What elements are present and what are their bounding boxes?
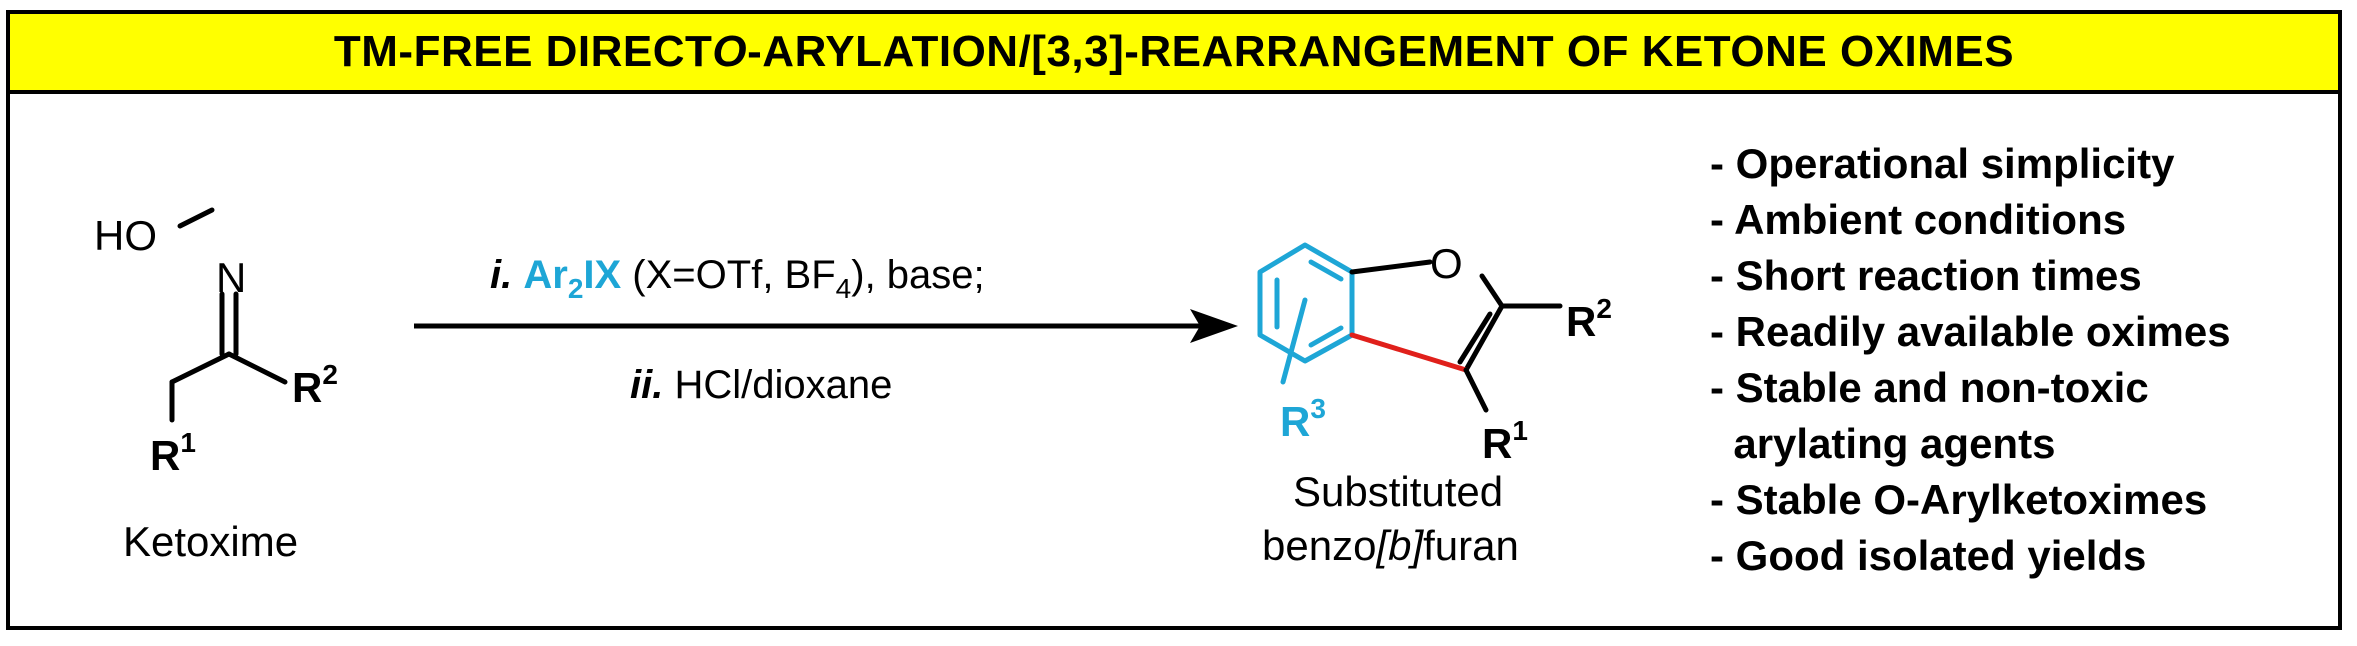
furan-o-label: O	[1430, 240, 1463, 287]
ketoxime-r2-r: R	[292, 364, 322, 411]
benzofuran-labels: O R2 R1 R3 Substituted benzo[b]furan	[1262, 240, 1612, 569]
c-r2-bond	[226, 351, 288, 385]
product-r2-label: R2	[1566, 293, 1612, 345]
scheme-frame: TM-FREE DIRECT O-ARYLATION/[3,3]-REARRAN…	[6, 10, 2342, 630]
ho-label: HO	[94, 212, 157, 259]
reaction-arrow	[414, 309, 1238, 343]
o-n-bond	[177, 207, 215, 229]
benefit-item: - Operational simplicity	[1710, 140, 2175, 187]
product-r1-r: R	[1482, 420, 1512, 467]
ketoxime-r1-r: R	[150, 432, 180, 479]
aromatic-inner-b	[1308, 259, 1344, 282]
c2-c3-double-b	[1457, 311, 1493, 365]
product-name-line2: benzo[b]furan	[1262, 522, 1519, 569]
benefit-item: - Readily available oximes	[1710, 308, 2231, 355]
step2-text: HCl/dioxane	[663, 363, 892, 407]
conditions: i. Ar2IX (X=OTf, BF4), base; ii. HCl/dio…	[490, 253, 985, 407]
title-part3: -ARYLATION/[3,3]-REARRANGEMENT OF KETONE…	[747, 27, 2015, 76]
ketoxime-labels: HO N R2 R1 Ketoxime	[94, 212, 338, 565]
n-label: N	[216, 254, 246, 301]
ketoxime-structure	[169, 207, 288, 423]
ketoxime-r1-sup: 1	[180, 427, 196, 458]
reagent-sub: 2	[568, 273, 584, 304]
reagent-ar: Ar	[523, 253, 567, 297]
ketoxime-r2-label: R2	[292, 359, 338, 411]
c3-c3a-new-bond	[1349, 332, 1469, 373]
ketoxime-name: Ketoxime	[123, 518, 298, 565]
benzofuran-structure	[1257, 242, 1563, 413]
benefits-list: - Operational simplicity - Ambient condi…	[1710, 136, 2231, 584]
o-c2-bond	[1479, 273, 1505, 309]
step1-roman: i.	[490, 253, 512, 297]
c7a-o-bond	[1349, 259, 1433, 275]
step1-rest-b: ), base;	[851, 253, 984, 297]
product-r3-sup: 3	[1310, 393, 1326, 424]
product-r2-r: R	[1566, 298, 1596, 345]
title-italic-o: O	[712, 27, 748, 76]
step2-roman: ii.	[630, 363, 663, 407]
title-part1: TM-FREE DIRECT	[333, 27, 713, 76]
ketoxime-r1-label: R1	[150, 427, 196, 479]
benefit-item: arylating agents	[1710, 420, 2056, 467]
benefit-item: - Stable and non-toxic	[1710, 364, 2149, 411]
benefit-item: - Ambient conditions	[1710, 196, 2127, 243]
benefit-item: - Good isolated yields	[1710, 532, 2147, 579]
step2-conditions: ii. HCl/dioxane	[630, 363, 892, 407]
product-r1-sup: 1	[1512, 415, 1528, 446]
product-name-furan: furan	[1423, 522, 1519, 569]
product-name-b: [b]	[1375, 522, 1424, 569]
ring-to-r3-bond	[1280, 297, 1308, 385]
reagent-ix: IX	[583, 253, 621, 297]
step1-rest-sub: 4	[836, 273, 852, 304]
benefit-item: - Short reaction times	[1710, 252, 2142, 299]
benefit-item: - Stable O-Arylketoximes	[1710, 476, 2208, 523]
step1-rest-a: (X=OTf, BF	[621, 253, 835, 297]
product-name-benzo: benzo	[1262, 522, 1376, 569]
title-banner: TM-FREE DIRECT O-ARYLATION/[3,3]-REARRAN…	[10, 14, 2338, 94]
product-r1-label: R1	[1482, 415, 1528, 467]
c-ch2-bond	[169, 351, 232, 385]
c2-c3-double-a	[1463, 303, 1505, 373]
ketoxime-r2-sup: 2	[322, 359, 338, 390]
product-r2-sup: 2	[1596, 293, 1612, 324]
product-r3-label: R3	[1280, 393, 1326, 445]
c3-r1-bond	[1463, 367, 1489, 413]
step1-conditions: i. Ar2IX (X=OTf, BF4), base;	[490, 253, 985, 304]
arrow-head	[1190, 309, 1238, 343]
product-name-line1: Substituted	[1293, 468, 1503, 515]
aromatic-inner-c	[1308, 325, 1344, 348]
product-r3-r: R	[1280, 398, 1310, 445]
